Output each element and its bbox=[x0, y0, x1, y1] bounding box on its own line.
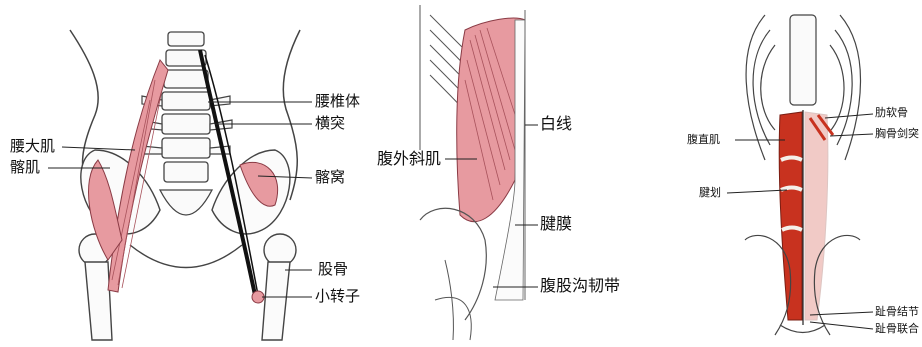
label-linea-alba: 白线 bbox=[540, 116, 572, 132]
label-external-oblique: 腹外斜肌 bbox=[377, 151, 441, 167]
label-lesser-trochanter: 小转子 bbox=[315, 289, 360, 304]
label-aponeurosis: 腱膜 bbox=[540, 216, 572, 232]
label-lumbar-vertebra: 腰椎体 bbox=[315, 94, 360, 109]
label-inguinal-ligament: 腹股沟韧带 bbox=[540, 278, 620, 294]
label-iliac-fossa: 髂窝 bbox=[315, 170, 345, 185]
label-iliacus: 髂肌 bbox=[10, 160, 40, 175]
psoas-iliacus-panel: 腰椎体 横突 腰大肌 髂肌 髂窝 股骨 小转子 bbox=[0, 0, 375, 347]
external-oblique-panel: 白线 腹外斜肌 腱膜 腹股沟韧带 bbox=[375, 0, 685, 347]
label-pubic-symphysis: 趾骨联合 bbox=[875, 323, 919, 334]
label-femur: 股骨 bbox=[318, 262, 348, 277]
label-transverse-process: 横突 bbox=[315, 116, 345, 131]
rectus-abdominis-panel: 肋软骨 腹直肌 胸骨剑突 腱划 趾骨结节 趾骨联合 bbox=[685, 0, 922, 347]
label-psoas-major: 腰大肌 bbox=[10, 139, 55, 154]
label-pubic-tubercle: 趾骨结节 bbox=[875, 306, 919, 317]
rectus-abdominis-right bbox=[805, 112, 828, 320]
label-xiphoid-process: 胸骨剑突 bbox=[875, 128, 919, 139]
external-oblique-illustration bbox=[375, 0, 685, 347]
label-tendinous-intersection: 腱划 bbox=[699, 187, 721, 198]
label-costal-cartilage: 肋软骨 bbox=[875, 107, 908, 118]
rectus-abdominis-illustration bbox=[685, 0, 922, 347]
lumbar-spine bbox=[160, 32, 212, 215]
label-rectus-abdominis: 腹直肌 bbox=[687, 134, 720, 145]
